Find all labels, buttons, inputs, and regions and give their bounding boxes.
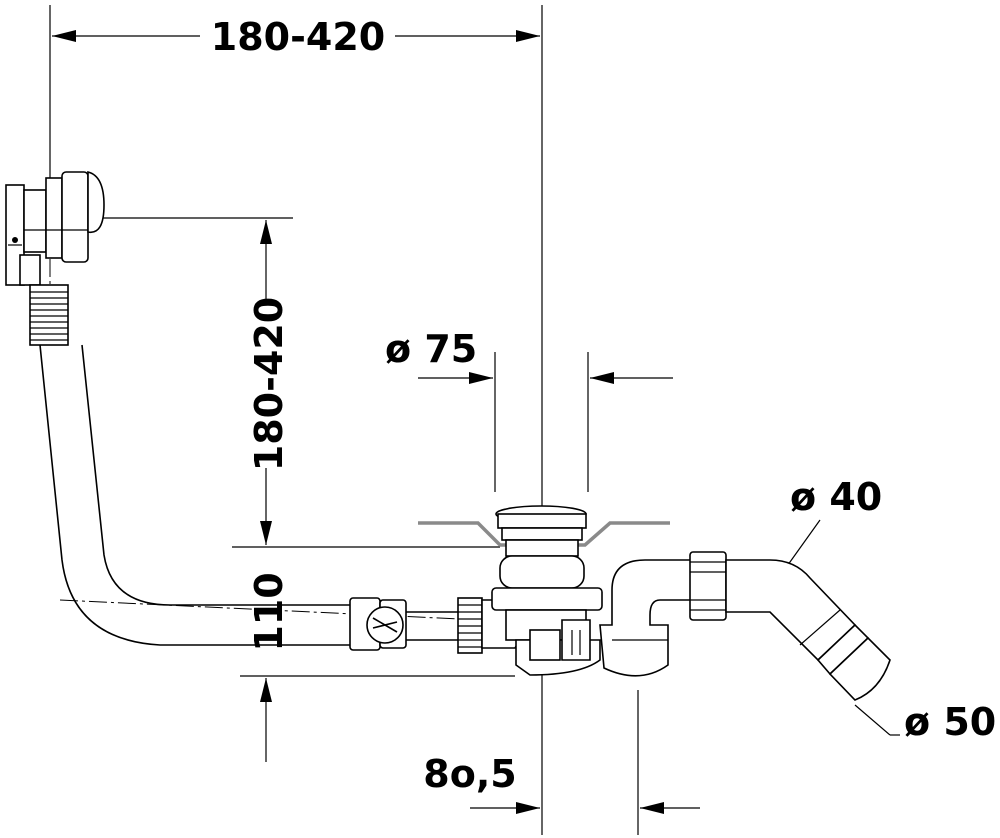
flex-hose <box>29 284 69 346</box>
dimension-trap-height: 110 <box>247 572 291 651</box>
dimension-horizontal-span: 180-420 <box>211 15 385 59</box>
overflow-assembly <box>5 170 105 286</box>
overflow-pipe <box>39 344 360 646</box>
drain-body <box>491 505 603 676</box>
dimension-pipe-outlet-diameter: ø 50 <box>904 700 996 744</box>
dimension-lines <box>49 5 900 835</box>
dimension-drain-diameter: ø 75 <box>385 327 477 371</box>
dimension-trap-outlet-diameter: ø 40 <box>790 475 882 519</box>
outlet-elbow <box>689 551 891 701</box>
trap-u-bend <box>599 559 701 677</box>
dimension-vertical-span: 180-420 <box>247 297 291 471</box>
dimension-offset: 8o,5 <box>423 752 516 796</box>
